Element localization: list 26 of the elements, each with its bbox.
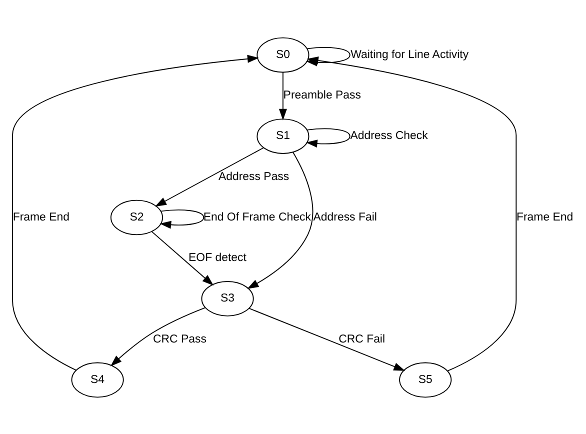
arrow — [151, 230, 214, 286]
arrow — [154, 146, 264, 206]
node-ellipse: S2 — [110, 199, 164, 235]
edge-label: Frame End — [12, 210, 70, 223]
edge-label: Address Fail — [313, 210, 377, 223]
arrow — [160, 209, 204, 228]
node-ellipse: S4 — [71, 362, 124, 398]
edge-label: Frame End — [516, 210, 574, 223]
node-ellipse: S3 — [201, 280, 254, 316]
arrow — [110, 306, 206, 366]
edge-label: Waiting for Line Activity — [350, 48, 469, 60]
node-ellipse: S0 — [256, 36, 310, 72]
edge-label: CRC Fail — [338, 332, 386, 345]
edge-label: Address Check — [350, 130, 428, 142]
arrow — [247, 151, 314, 288]
arrow — [248, 307, 406, 370]
edge-label: Address Pass — [218, 170, 290, 182]
arrow — [278, 71, 287, 120]
node-ellipse: S1 — [256, 118, 310, 154]
edge-label: Preamble Pass — [283, 89, 361, 102]
edge-label: End Of Frame Check — [203, 210, 311, 223]
arrow — [306, 128, 350, 148]
edge-label: CRC Pass — [153, 332, 206, 345]
node-ellipse: S5 — [399, 362, 452, 398]
edge-label: EOF detect — [188, 252, 246, 264]
arrow — [12, 54, 259, 370]
